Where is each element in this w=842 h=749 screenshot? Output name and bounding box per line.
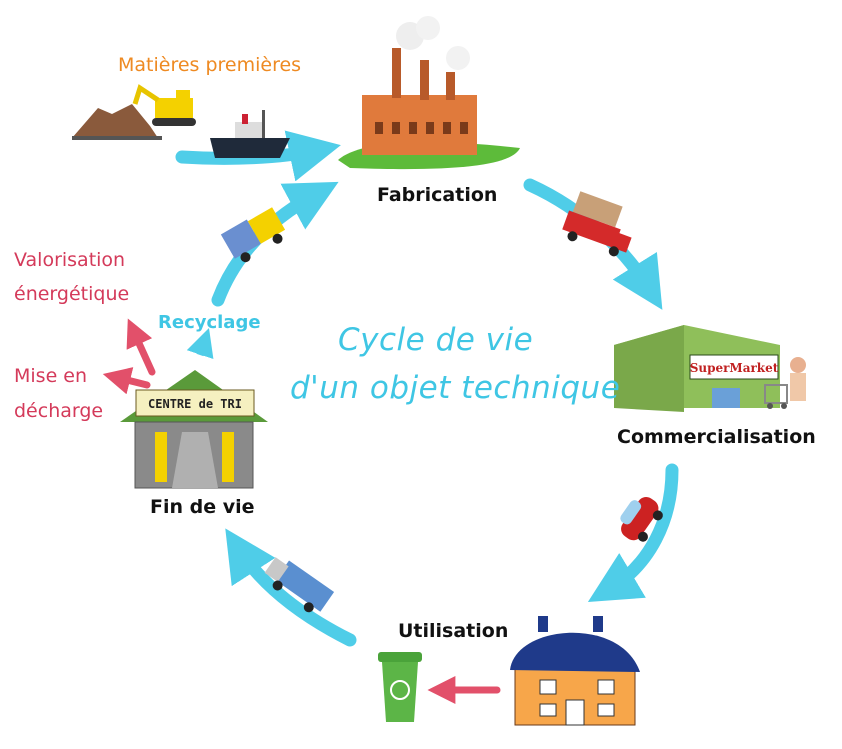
fabrication-label: Fabrication: [377, 184, 498, 206]
sorting-center-sign-text: CENTRE de TRI: [148, 397, 242, 411]
supermarket-illustration: SuperMarket: [614, 325, 806, 412]
diagram-title-line2: d'un objet technique: [290, 370, 621, 406]
diagram-title-line1: Cycle de vie: [338, 322, 534, 358]
delivery-truck-icon: [562, 191, 632, 257]
shopper-with-cart-icon: [764, 357, 806, 409]
arrow-to-landfill: [102, 367, 151, 395]
raw-materials-illustration: [72, 84, 290, 158]
arrow-to-recycling: [186, 328, 214, 360]
supermarket-sign: [689, 354, 779, 380]
arrow-to-energy-recovery: [126, 318, 156, 376]
factory-illustration: [338, 16, 520, 170]
arrow-utilisation-to-endoflife: [225, 528, 357, 647]
energy-recovery-label-line2: énergétique: [14, 283, 130, 305]
recycling-label: Recyclage: [158, 312, 261, 333]
sorting-center-illustration: CENTRE de TRI: [120, 370, 268, 489]
arrow-commercialisation-to-utilisation: [587, 463, 679, 602]
earth-mound-icon: [72, 104, 158, 138]
cargo-ship-icon: [210, 110, 290, 158]
excavator-icon: [132, 84, 196, 126]
landfill-label-line1: Mise en: [14, 365, 88, 387]
energy-recovery-label-line1: Valorisation: [14, 249, 126, 271]
trash-bin-icon: [378, 652, 422, 722]
raw-materials-label: Matières premières: [118, 54, 302, 76]
utilisation-label: Utilisation: [398, 620, 509, 642]
car-icon: [620, 496, 663, 542]
end-of-life-label: Fin de vie: [150, 496, 255, 518]
recycling-truck-icon: [220, 207, 286, 263]
end-of-life-arrows: [102, 318, 501, 704]
landfill-label-line2: décharge: [14, 400, 104, 422]
garbage-truck-icon: [264, 557, 335, 613]
house-illustration: [510, 616, 640, 726]
supermarket-sign-text: SuperMarket: [690, 361, 779, 375]
commercialisation-label: Commercialisation: [617, 426, 816, 448]
